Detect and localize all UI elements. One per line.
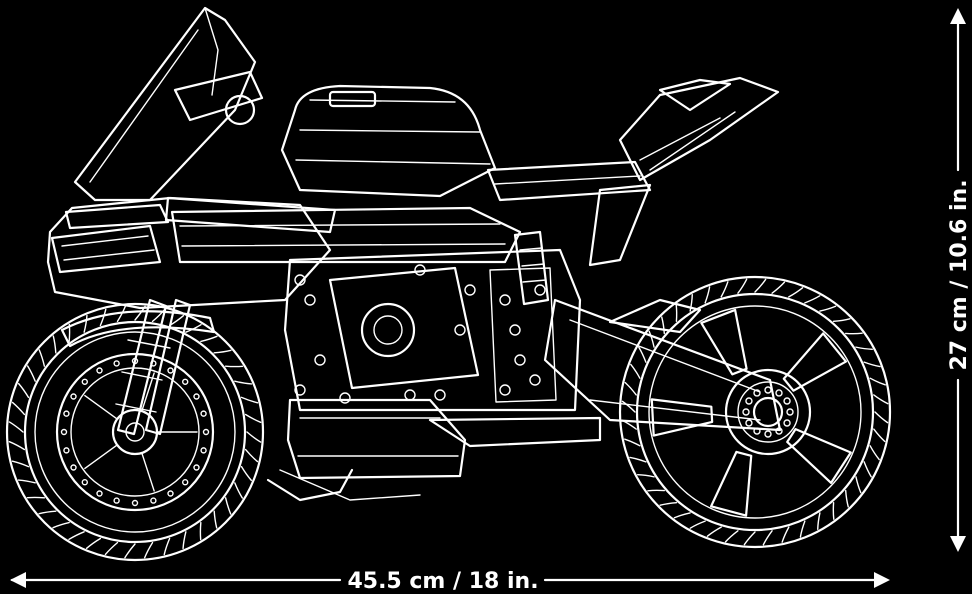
arrow-left-icon bbox=[10, 572, 26, 588]
front-fender bbox=[60, 310, 216, 348]
arrow-up-icon bbox=[950, 8, 966, 24]
front-wheel bbox=[5, 302, 265, 562]
engine bbox=[283, 248, 582, 412]
height-label: 27 cm / 10.6 in. bbox=[947, 179, 972, 370]
rear-shock bbox=[513, 230, 550, 306]
handlebar bbox=[173, 70, 264, 126]
belly-pan bbox=[266, 398, 602, 502]
rear-wheel bbox=[618, 275, 892, 549]
width-dimension-line: 45.5 cm / 18 in. bbox=[10, 569, 890, 594]
arrow-down-icon bbox=[950, 536, 966, 552]
rear-tire-tread bbox=[621, 278, 889, 546]
headlight bbox=[50, 224, 162, 274]
seat bbox=[486, 160, 652, 202]
fuel-tank bbox=[280, 84, 497, 198]
front-fairing bbox=[46, 196, 332, 310]
engine-cylinder bbox=[360, 302, 416, 358]
tail-section bbox=[588, 76, 780, 267]
front-brake-disc bbox=[55, 352, 215, 512]
rear-sprocket bbox=[724, 368, 812, 456]
width-label: 45.5 cm / 18 in. bbox=[347, 569, 538, 594]
swingarm bbox=[543, 298, 782, 432]
front-fork bbox=[60, 298, 216, 436]
rear-rim-spokes bbox=[650, 308, 852, 517]
height-dimension-line: 27 cm / 10.6 in. bbox=[947, 8, 972, 552]
main-frame bbox=[164, 196, 522, 264]
arrow-right-icon bbox=[874, 572, 890, 588]
front-tire-tread bbox=[8, 305, 262, 559]
rear-subframe bbox=[588, 183, 652, 267]
